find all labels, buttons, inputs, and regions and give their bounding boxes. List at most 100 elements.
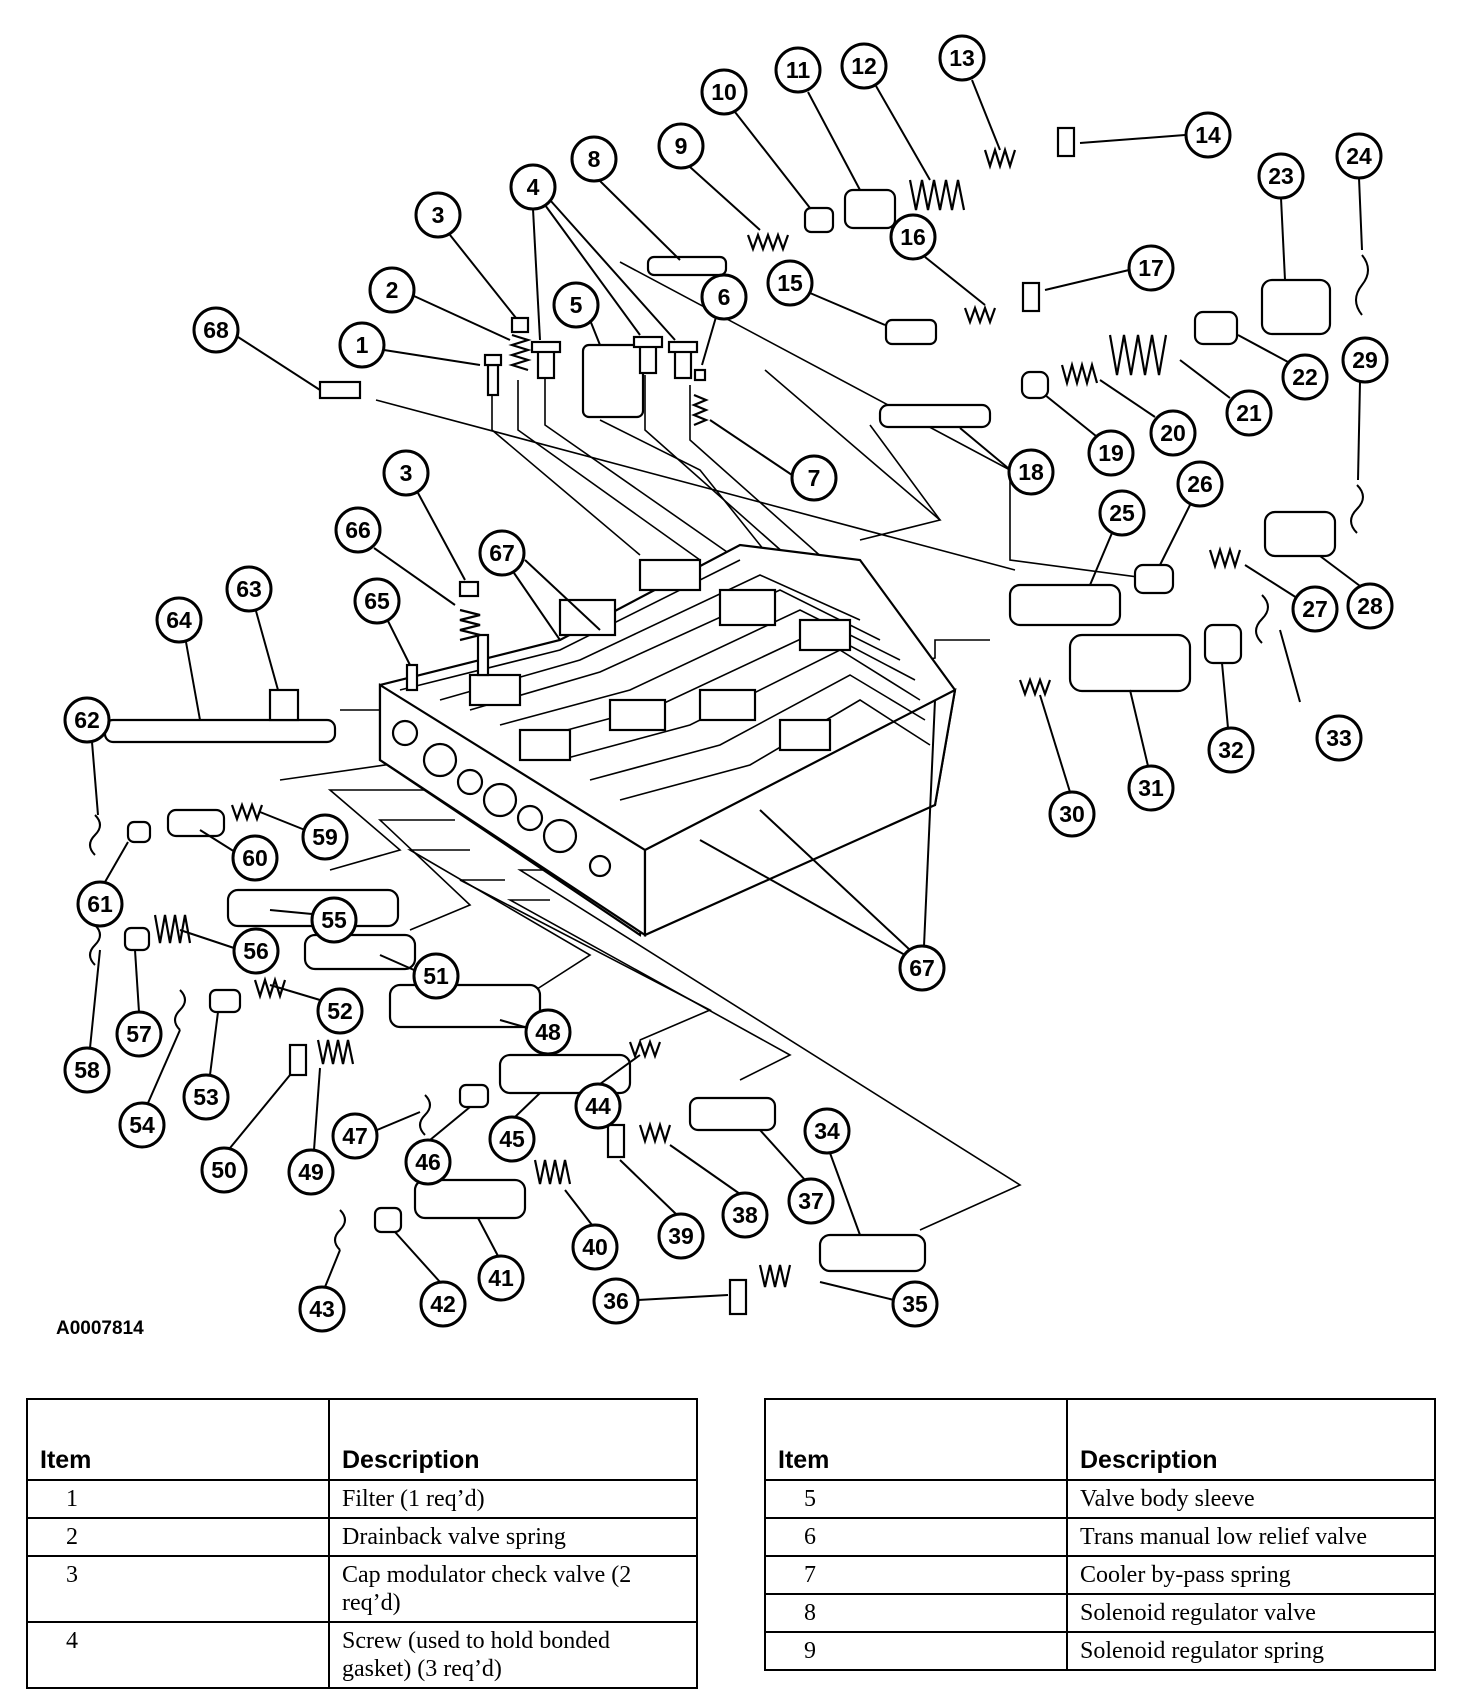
svg-text:67: 67	[489, 540, 515, 566]
svg-text:47: 47	[342, 1123, 368, 1149]
callout-9: 9	[657, 122, 705, 170]
svg-text:50: 50	[211, 1157, 237, 1183]
svg-text:31: 31	[1138, 775, 1164, 801]
svg-text:29: 29	[1352, 347, 1378, 373]
column-header-description: Description	[1066, 1398, 1436, 1481]
svg-text:11: 11	[786, 57, 811, 83]
svg-text:63: 63	[236, 576, 262, 602]
callout-51: 51	[412, 952, 460, 1000]
item-number: 7	[764, 1555, 1068, 1595]
svg-text:17: 17	[1138, 255, 1164, 281]
valve-line-18-24	[878, 254, 1369, 429]
svg-text:23: 23	[1268, 163, 1294, 189]
callout-44: 44	[574, 1082, 622, 1130]
item-description: Filter (1 req’d)	[328, 1479, 698, 1519]
callout-38: 38	[721, 1191, 769, 1239]
table-row: 6 Trans manual low relief valve	[764, 1517, 1436, 1557]
svg-text:35: 35	[902, 1291, 928, 1317]
table-header-row: Item Description	[764, 1398, 1436, 1481]
item-number: 5	[764, 1479, 1068, 1519]
svg-text:20: 20	[1160, 420, 1186, 446]
callout-33: 33	[1315, 714, 1363, 762]
callout-40: 40	[571, 1223, 619, 1271]
item-description: Cap modulator check valve (2 req’d)	[328, 1555, 698, 1623]
svg-text:39: 39	[668, 1223, 694, 1249]
callout-49: 49	[287, 1148, 335, 1196]
svg-text:51: 51	[423, 963, 449, 989]
svg-text:28: 28	[1357, 593, 1383, 619]
svg-text:15: 15	[777, 270, 803, 296]
callout-3-lower: 3	[382, 449, 430, 497]
callout-34: 34	[803, 1107, 851, 1155]
svg-text:68: 68	[203, 317, 229, 343]
item-description: Cooler by-pass spring	[1066, 1555, 1436, 1595]
callout-1: 1	[338, 321, 386, 369]
svg-text:38: 38	[732, 1202, 758, 1228]
item-number: 8	[764, 1593, 1068, 1633]
table-row: 7 Cooler by-pass spring	[764, 1555, 1436, 1595]
svg-text:60: 60	[242, 845, 268, 871]
svg-text:18: 18	[1018, 459, 1044, 485]
svg-text:48: 48	[535, 1019, 561, 1045]
callout-28: 28	[1346, 582, 1394, 630]
callout-36: 36	[592, 1277, 640, 1325]
svg-text:36: 36	[603, 1288, 629, 1314]
item-description: Screw (used to hold bonded gasket) (3 re…	[328, 1621, 698, 1689]
svg-text:5: 5	[570, 292, 583, 318]
callout-3: 3	[414, 191, 462, 239]
figure-code: A0007814	[56, 1318, 144, 1339]
callout-16: 16	[889, 213, 937, 261]
callout-50: 50	[200, 1146, 248, 1194]
svg-text:49: 49	[298, 1159, 324, 1185]
svg-text:6: 6	[718, 284, 731, 310]
exploded-valve-body-diagram: 1 2 3 3 4 5 6 7 8 9 10 11 12 13 14 15 16…	[63, 34, 1394, 1333]
callout-19: 19	[1087, 429, 1135, 477]
callout-14: 14	[1184, 111, 1232, 159]
svg-text:57: 57	[126, 1021, 152, 1047]
callout-31: 31	[1127, 764, 1175, 812]
svg-text:54: 54	[129, 1112, 155, 1138]
svg-text:3: 3	[400, 460, 413, 486]
item-number: 6	[764, 1517, 1068, 1557]
svg-text:7: 7	[808, 465, 821, 491]
item-description: Solenoid regulator spring	[1066, 1631, 1436, 1671]
svg-text:13: 13	[949, 45, 975, 71]
callout-23: 23	[1257, 152, 1305, 200]
valve-line-15-17	[884, 264, 1151, 346]
item-description: Drainback valve spring	[328, 1517, 698, 1557]
callout-8: 8	[570, 135, 618, 183]
callout-27: 27	[1291, 585, 1339, 633]
svg-text:2: 2	[386, 277, 399, 303]
callout-20: 20	[1149, 409, 1197, 457]
svg-text:21: 21	[1236, 400, 1262, 426]
svg-text:55: 55	[321, 907, 347, 933]
svg-text:1: 1	[356, 332, 369, 358]
callout-61: 61	[76, 880, 124, 928]
svg-text:30: 30	[1059, 801, 1085, 827]
callout-43: 43	[298, 1285, 346, 1333]
svg-text:40: 40	[582, 1234, 608, 1260]
svg-text:19: 19	[1098, 440, 1124, 466]
callout-24: 24	[1335, 132, 1383, 180]
svg-text:27: 27	[1302, 596, 1328, 622]
svg-text:25: 25	[1109, 500, 1135, 526]
callout-55: 55	[310, 896, 358, 944]
callout-63: 63	[225, 565, 273, 613]
callout-25: 25	[1098, 489, 1146, 537]
callout-18: 18	[1007, 448, 1055, 496]
callout-41: 41	[477, 1254, 525, 1302]
callout-54: 54	[118, 1101, 166, 1149]
callout-22: 22	[1281, 353, 1329, 401]
svg-text:43: 43	[309, 1296, 335, 1322]
callout-29: 29	[1341, 336, 1389, 384]
callout-67-bottom: 67	[898, 944, 946, 992]
svg-text:58: 58	[74, 1057, 100, 1083]
svg-text:26: 26	[1187, 471, 1213, 497]
svg-text:12: 12	[851, 53, 877, 79]
svg-text:44: 44	[585, 1093, 611, 1119]
callout-42: 42	[419, 1280, 467, 1328]
table-row: 1 Filter (1 req’d)	[26, 1479, 698, 1519]
svg-text:61: 61	[87, 891, 113, 917]
svg-text:46: 46	[415, 1149, 441, 1175]
svg-text:65: 65	[364, 588, 390, 614]
